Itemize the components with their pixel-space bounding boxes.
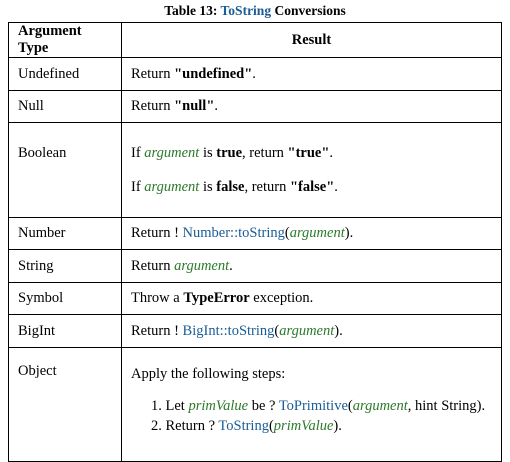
result-cell: Return ! Number::toString(argument).	[121, 217, 502, 250]
header-row: Argument Type Result	[8, 22, 502, 58]
argument-var: argument	[144, 179, 200, 195]
result-cell: Throw a TypeError exception.	[121, 282, 502, 315]
table-row: Boolean If argument is true, return "tru…	[8, 122, 502, 218]
type-cell: Symbol	[8, 282, 122, 315]
result-cell: Apply the following steps: 1. Let primVa…	[121, 347, 502, 462]
caption-link[interactable]: ToString	[220, 3, 272, 18]
caption-prefix: Table 13:	[164, 3, 218, 18]
result-cell: Return ! BigInt::toString(argument).	[121, 314, 502, 348]
bigint-tostring-link[interactable]: BigInt::toString	[182, 322, 275, 339]
type-cell: String	[8, 249, 122, 283]
type-cell: Object	[8, 347, 122, 462]
table-row: BigInt Return ! BigInt::toString(argumen…	[8, 314, 502, 348]
tostring-link[interactable]: ToString	[218, 418, 269, 434]
toprimitive-link[interactable]: ToPrimitive	[278, 398, 348, 414]
type-cell: BigInt	[8, 314, 122, 348]
steps-list: 1. Let primValue be ? ToPrimitive(argume…	[131, 398, 492, 435]
argument-var: argument	[144, 145, 200, 161]
table-row: String Return argument.	[8, 249, 502, 283]
type-cell: Undefined	[8, 57, 122, 91]
table-caption: Table 13: ToString Conversions	[0, 0, 510, 22]
result-cell: Return "undefined".	[121, 57, 502, 91]
type-cell: Boolean	[8, 122, 122, 218]
result-cell: Return argument.	[121, 249, 502, 283]
type-cell: Number	[8, 217, 122, 250]
result-cell: Return "null".	[121, 90, 502, 123]
table-row: Number Return ! Number::toString(argumen…	[8, 217, 502, 250]
list-item: 1. Let primValue be ? ToPrimitive(argume…	[151, 398, 486, 414]
list-item: 2. Return ? ToString(primValue).	[151, 418, 342, 434]
caption-suffix: Conversions	[274, 3, 346, 18]
table-row: Symbol Throw a TypeError exception.	[8, 282, 502, 315]
table-row: Undefined Return "undefined".	[8, 57, 502, 91]
table-row: Null Return "null".	[8, 90, 502, 123]
table-row: Object Apply the following steps: 1. Let…	[8, 347, 502, 462]
header-argument-type: Argument Type	[8, 22, 122, 58]
result-cell: If argument is true, return "true". If a…	[121, 122, 502, 218]
number-tostring-link[interactable]: Number::toString	[182, 225, 285, 241]
type-cell: Null	[8, 90, 122, 123]
tostring-table: Argument Type Result Undefined Return "u…	[8, 22, 502, 462]
header-result: Result	[121, 22, 502, 58]
